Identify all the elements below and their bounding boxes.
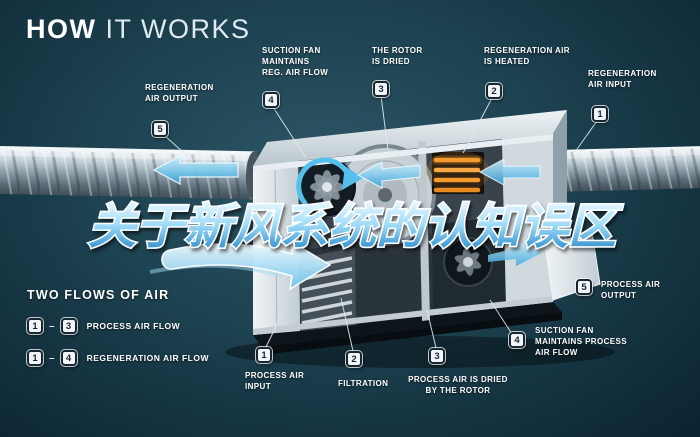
right-duct: [555, 146, 700, 192]
badge-suction-fan-process: 4: [509, 332, 525, 348]
divider-panel: [418, 141, 430, 321]
badge-suction-fan-reg: 4: [263, 92, 279, 108]
fan-swirl-arrow: [296, 157, 363, 206]
machine-top-face: [253, 110, 567, 166]
label-process-air-dried: PROCESS AIR IS DRIED BY THE ROTOR: [408, 375, 508, 395]
page-title: HOW IT WORKS: [26, 14, 251, 45]
legend: TWO FLOWS OF AIR 1 – 3 PROCESS AIR FLOW …: [27, 288, 209, 366]
regeneration-output-arrow: [152, 154, 239, 186]
airflow-arrows: [149, 154, 542, 291]
legend-range-dash: –: [49, 352, 55, 364]
process-fan: [432, 216, 506, 312]
badge-process-air-dried: 3: [429, 348, 445, 364]
legend-item-label: REGENERATION AIR FLOW: [86, 353, 209, 363]
label-suction-fan-reg: SUCTION FAN MAINTAINS REG. AIR FLOW: [262, 46, 329, 77]
regeneration-fan: [298, 158, 356, 216]
regeneration-input-arrow: [478, 158, 541, 186]
page-title-strong: HOW: [26, 14, 97, 44]
heater: [426, 151, 490, 194]
legend-item-process-air-flow: 1 – 3 PROCESS AIR FLOW: [27, 318, 209, 334]
badge-regeneration-air-heated: 2: [486, 83, 502, 99]
legend-badge-from: 1: [27, 318, 43, 334]
page-title-light: IT WORKS: [105, 14, 251, 44]
machine-base: [253, 302, 562, 355]
leader-lines: [164, 95, 598, 352]
label-process-air-input: PROCESS AIR INPUT: [245, 371, 305, 391]
label-rotor-is-dried: THE ROTOR IS DRIED: [372, 46, 423, 66]
rotor-regeneration-arrow: [356, 161, 421, 189]
legend-range-dash: –: [49, 320, 55, 332]
label-filtration: FILTRATION: [338, 379, 389, 388]
label-process-air-output: PROCESS AIR OUTPUT: [601, 280, 661, 300]
legend-item-regeneration-air-flow: 1 – 4 REGENERATION AIR FLOW: [27, 350, 209, 366]
label-suction-fan-process: SUCTION FAN MAINTAINS PROCESS AIR FLOW: [535, 326, 627, 357]
badge-regeneration-air-output: 5: [152, 121, 168, 137]
badge-process-air-input: 1: [256, 347, 272, 363]
badge-process-air-output: 5: [576, 279, 592, 295]
label-regeneration-air-input: REGENERATION AIR INPUT: [588, 69, 657, 89]
label-regeneration-air-output: REGENERATION AIR OUTPUT: [145, 83, 214, 103]
badge-regeneration-air-input: 1: [592, 106, 608, 122]
process-input-arrow: [161, 240, 332, 291]
badge-filtration: 2: [346, 351, 362, 367]
machine-unit: [253, 110, 601, 355]
label-regeneration-air-heated: REGENERATION AIR IS HEATED: [484, 46, 570, 66]
badge-rotor-is-dried: 3: [373, 81, 389, 97]
legend-heading: TWO FLOWS OF AIR: [27, 288, 170, 302]
process-output-arrow: [488, 241, 542, 266]
legend-badge-to: 4: [60, 350, 77, 366]
legend-item-label: PROCESS AIR FLOW: [86, 321, 181, 331]
legend-badge-to: 3: [60, 318, 77, 334]
legend-badge-from: 1: [27, 350, 43, 366]
